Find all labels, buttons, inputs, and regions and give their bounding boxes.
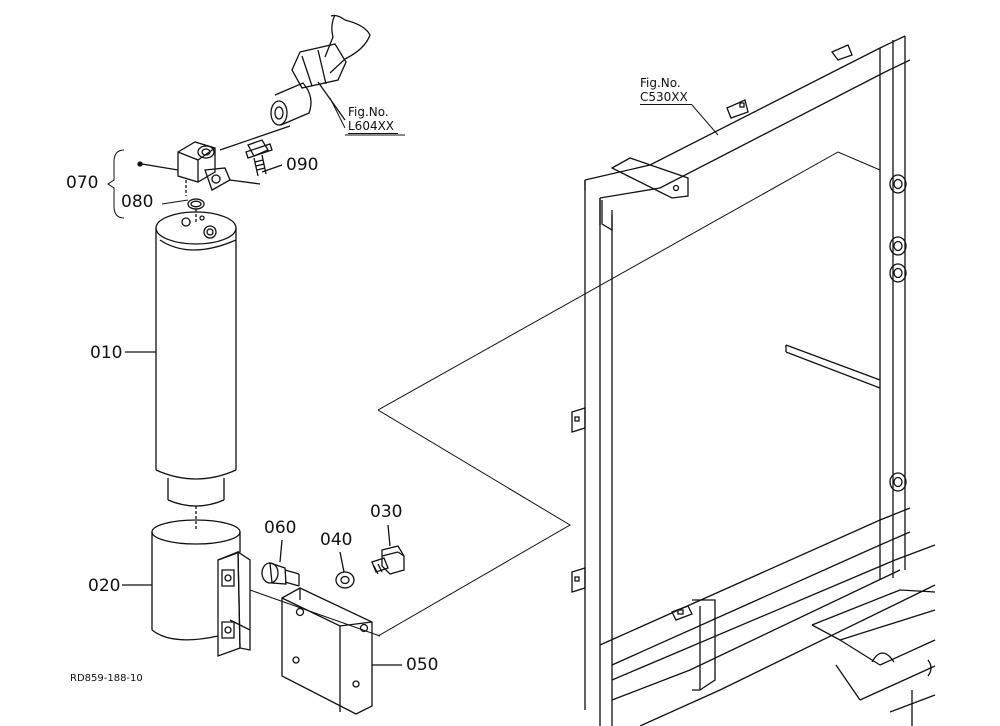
receiver-dryer (125, 212, 236, 530)
fitting-block (138, 142, 260, 196)
part-label-050: 050 (406, 655, 439, 675)
flange-bolt (262, 540, 299, 586)
part-label-080: 080 (121, 192, 154, 212)
fig-ref-right-number: C530XX (640, 90, 692, 105)
part-label-020: 020 (88, 576, 121, 596)
hex-bolt (372, 525, 404, 574)
part-label-060: 060 (264, 518, 297, 538)
fig-ref-right: Fig.No. C530XX (640, 76, 692, 105)
drawing-code: RD859-188-10 (70, 673, 143, 684)
hose-coupling (220, 15, 370, 150)
reference-leader-lines (250, 152, 880, 636)
fig-ref-left-title: Fig.No. (348, 105, 389, 119)
condenser-frame (572, 36, 935, 726)
fig-ref-left-number: L604XX (348, 119, 399, 134)
part-label-040: 040 (320, 530, 353, 550)
clamp-band (122, 520, 250, 656)
mounting-bracket (282, 588, 402, 714)
fig-ref-left: Fig.No. L604XX (348, 105, 399, 134)
fig-ref-right-title: Fig.No. (640, 76, 681, 90)
label-leaders (108, 98, 718, 218)
part-label-070: 070 (66, 173, 99, 193)
part-label-090: 090 (286, 155, 319, 175)
part-label-030: 030 (370, 502, 403, 522)
bolt (246, 140, 282, 176)
o-ring (188, 199, 204, 222)
part-label-010: 010 (90, 343, 123, 363)
washer (336, 552, 354, 588)
